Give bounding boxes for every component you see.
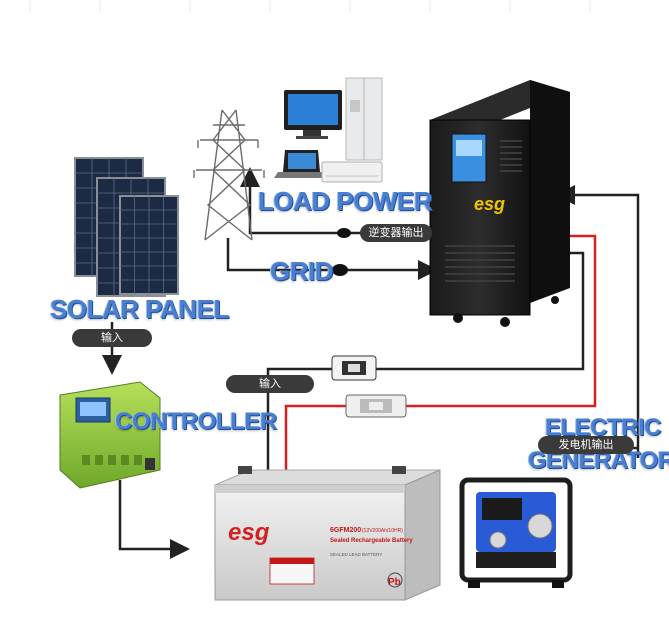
- generator-output-tag: 发电机输出: [538, 436, 634, 454]
- black-wires: [102, 167, 640, 559]
- load-power-label: LOAD POWER: [258, 186, 433, 216]
- battery-note: SEALED LEAD BATTERY: [330, 552, 382, 557]
- battery-model: 6GFM200: [330, 527, 361, 534]
- grid-tower-image: [193, 109, 265, 241]
- grid-label: GRID: [270, 256, 334, 286]
- fuse-black: [331, 355, 377, 381]
- battery-input-tag: 输入: [226, 375, 314, 393]
- battery-logo: esg: [228, 519, 270, 546]
- cabinet-logo: esg: [474, 194, 505, 214]
- battery-image: esg 6GFM200 (12V200Ah/10HR) Sealed Recha…: [214, 466, 441, 601]
- battery-chem: Pb: [388, 577, 401, 588]
- inverter-output-tag: 逆变器输出: [360, 224, 432, 242]
- grid-connector: [332, 264, 348, 276]
- battery-title: Sealed Rechargeable Battery: [330, 538, 413, 544]
- solar-panel-label: SOLAR PANEL: [50, 294, 229, 324]
- battery-spec: (12V200Ah/10HR): [362, 528, 403, 534]
- controller-image: [59, 381, 161, 489]
- generator-image: [459, 477, 573, 588]
- header-faint-lines: [29, 0, 591, 12]
- inverter-cabinet-image: esg: [429, 80, 570, 327]
- load-devices-image: [274, 77, 383, 183]
- load-connector: [337, 228, 351, 238]
- solar-input-tag: 输入: [72, 329, 152, 347]
- solar-panel-image: [74, 157, 179, 297]
- controller-label: CONTROLLER: [115, 408, 277, 435]
- fuse-red: [345, 394, 407, 418]
- red-wire: [284, 234, 597, 480]
